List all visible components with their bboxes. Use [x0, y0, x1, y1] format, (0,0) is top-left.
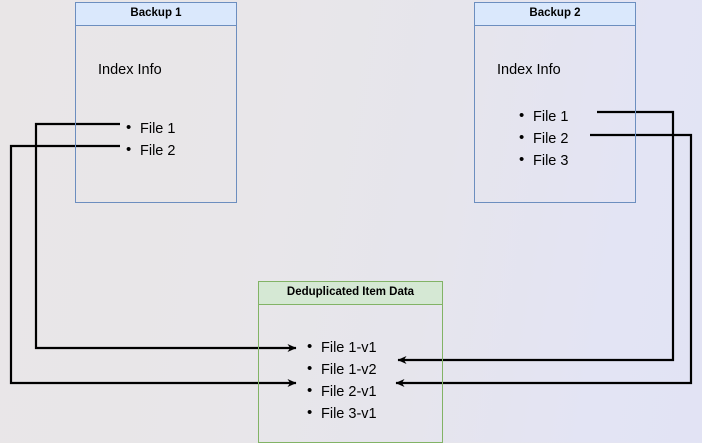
deduplicated-item-data-title: Deduplicated Item Data: [259, 282, 442, 305]
deduplicated-item-data-box[interactable]: Deduplicated Item Data File 1-v1 File 1-…: [258, 281, 443, 443]
list-item[interactable]: File 2: [517, 127, 568, 150]
deduplicated-item-data-body: File 1-v1 File 1-v2 File 2-v1 File 3-v1: [259, 305, 442, 442]
list-item[interactable]: File 1: [517, 105, 568, 128]
backup-1-body: Index Info File 1 File 2: [76, 26, 236, 202]
backup-1-index-info-label: Index Info: [98, 62, 162, 78]
backup-1-box[interactable]: Backup 1 Index Info File 1 File 2: [75, 2, 237, 203]
backup-2-title: Backup 2: [475, 3, 635, 26]
backup-1-file-list: File 1 File 2: [124, 117, 175, 162]
list-item[interactable]: File 1-v1: [305, 336, 377, 359]
list-item[interactable]: File 1: [124, 117, 175, 140]
backup-2-body: Index Info File 1 File 2 File 3: [475, 26, 635, 202]
list-item[interactable]: File 1-v2: [305, 358, 377, 381]
backup-1-title: Backup 1: [76, 3, 236, 26]
list-item[interactable]: File 3-v1: [305, 402, 377, 425]
list-item[interactable]: File 3: [517, 149, 568, 172]
backup-2-index-info-label: Index Info: [497, 62, 561, 78]
list-item[interactable]: File 2: [124, 139, 175, 162]
deduplicated-file-list: File 1-v1 File 1-v2 File 2-v1 File 3-v1: [305, 336, 377, 425]
backup-2-box[interactable]: Backup 2 Index Info File 1 File 2 File 3: [474, 2, 636, 203]
list-item[interactable]: File 2-v1: [305, 380, 377, 403]
backup-2-file-list: File 1 File 2 File 3: [517, 105, 568, 172]
